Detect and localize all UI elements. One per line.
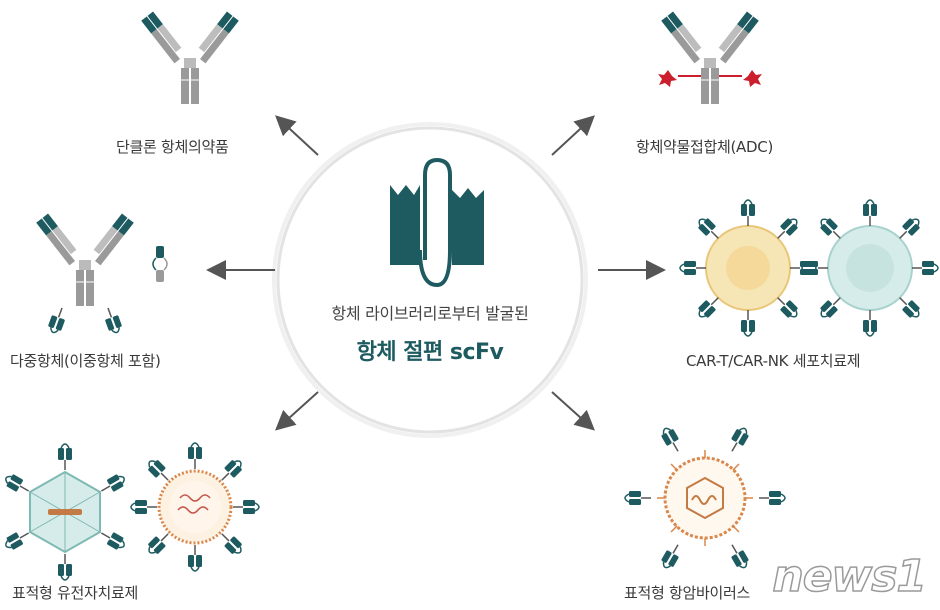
multispecific-antibody-icon	[35, 213, 168, 336]
oncolytic-virus-icon	[624, 424, 786, 572]
adc-label: 항체약물접합체(ADC)	[636, 138, 773, 156]
car-nk-cell-icon	[801, 199, 939, 337]
adc-antibody-icon	[658, 11, 762, 105]
scfv-logo-icon	[390, 157, 484, 288]
arrow-bottom-left	[275, 391, 319, 431]
arrow-top-right	[551, 115, 595, 156]
center-circle	[276, 126, 584, 434]
arrow-bottom-right	[551, 391, 595, 431]
monoclonal-antibody-icon	[140, 11, 240, 105]
center-title: 항체 절편 scFv	[356, 340, 504, 365]
oncolytic-virus-label: 표적형 항암바이러스	[624, 584, 750, 602]
multispecific-antibody-label: 다중항체(이중항체 포함)	[10, 352, 161, 370]
lipid-nanoparticle-icon	[130, 442, 260, 572]
monoclonal-antibody-label: 단클론 항체의약품	[116, 138, 229, 156]
center-subtitle: 항체 라이브러리로부터 발굴된	[331, 304, 529, 323]
news1-watermark-logo: news1	[772, 550, 928, 603]
arrow-top-left	[275, 115, 319, 156]
gene-therapy-label: 표적형 유전자치료제	[12, 584, 138, 602]
viral-vector-icon	[1, 443, 129, 581]
car-t-cell-icon	[679, 199, 817, 337]
car-cell-therapy-label: CAR-T/CAR-NK 세포치료제	[686, 352, 861, 370]
